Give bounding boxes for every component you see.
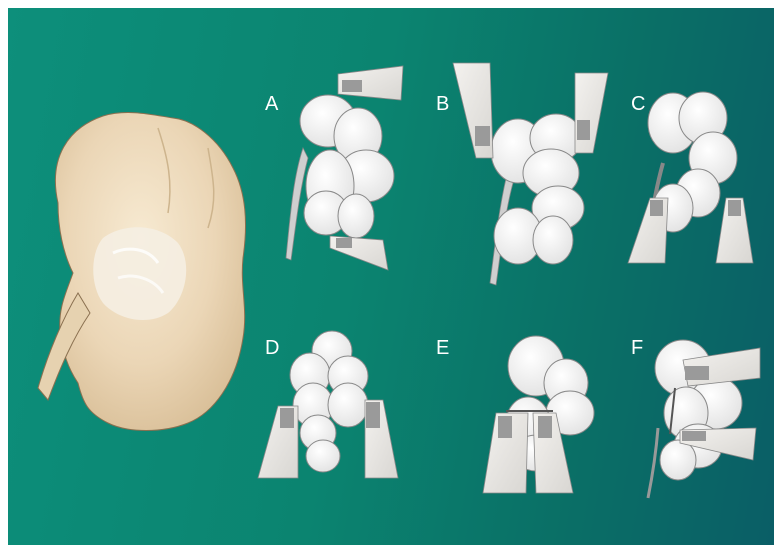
- panel-label-e: E: [436, 338, 449, 358]
- figure-panel: A B C D E F: [8, 8, 774, 545]
- panel-label-b: B: [436, 94, 449, 114]
- panel-f-sketch: [648, 340, 760, 498]
- panel-label-f: F: [631, 338, 643, 358]
- panel-label-d: D: [265, 338, 279, 358]
- panel-c-sketch: [628, 92, 753, 263]
- figure-canvas: [8, 8, 774, 545]
- panel-b-sketch: [453, 63, 608, 285]
- kidney-photo: [38, 113, 246, 431]
- panel-e-sketch: [483, 336, 594, 493]
- panel-label-a: A: [265, 94, 278, 114]
- panel-label-c: C: [631, 94, 645, 114]
- panel-a-sketch: [286, 66, 403, 270]
